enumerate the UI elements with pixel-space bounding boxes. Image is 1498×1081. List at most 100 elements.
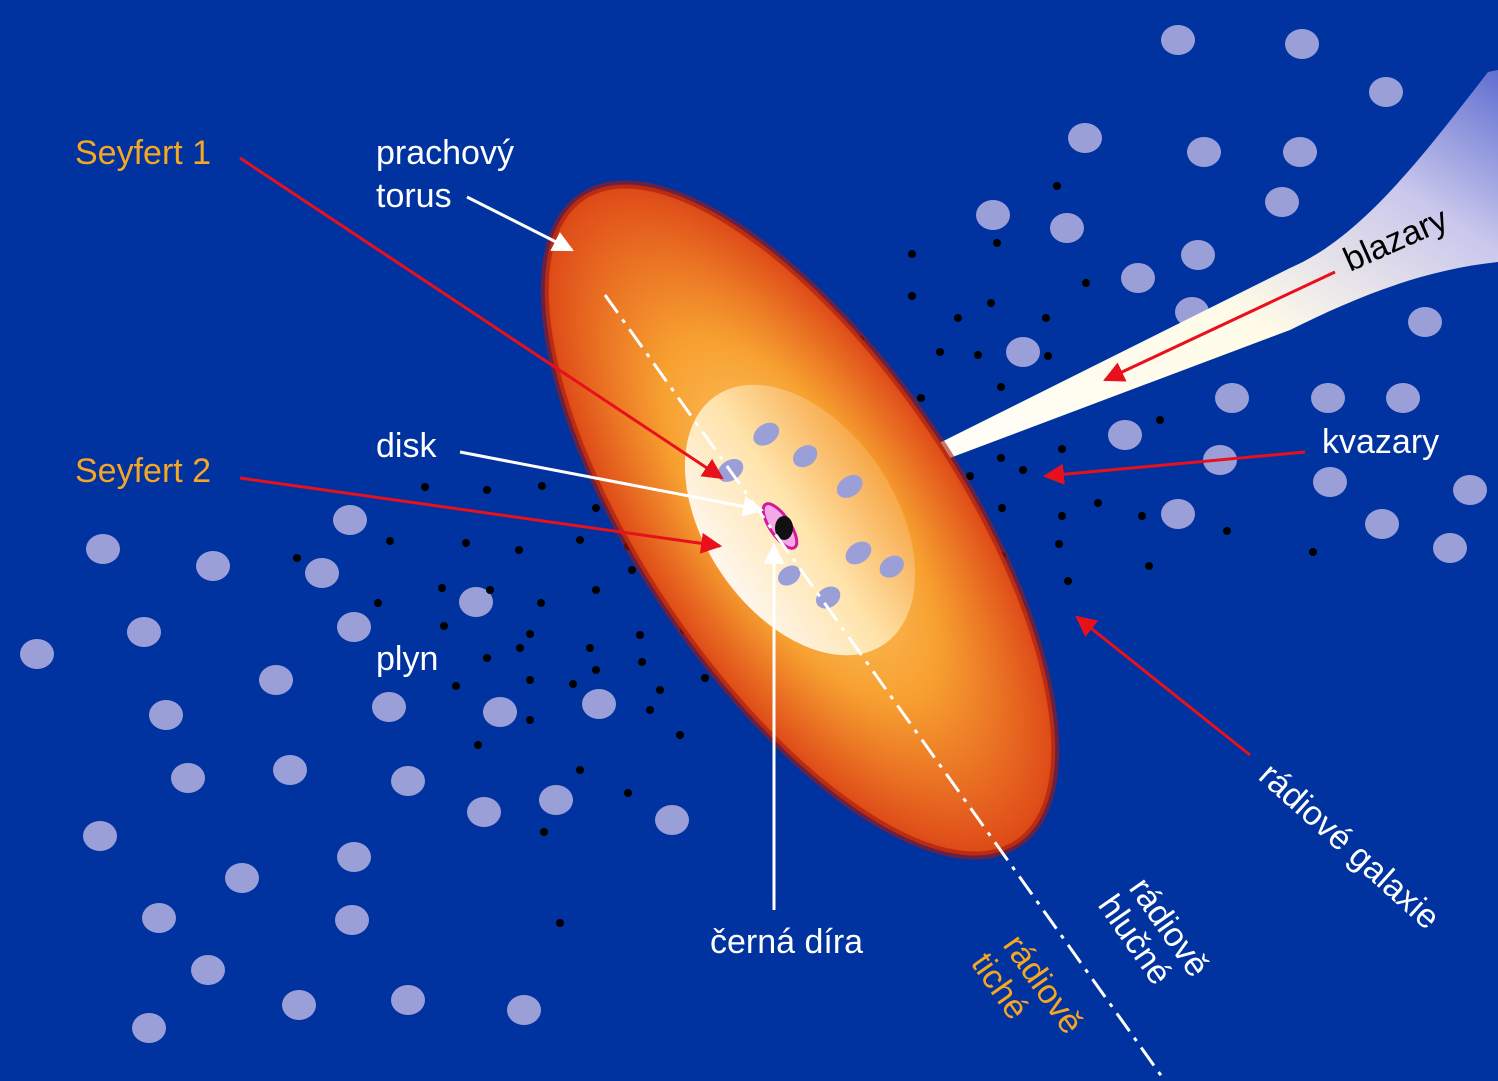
gas-dot [576,536,584,544]
cloud [1369,77,1403,107]
gas-dot [1309,548,1317,556]
gas-dot [526,630,534,638]
cloud [225,863,259,893]
gas-dot [936,348,944,356]
cloud [171,763,205,793]
gas-dot [1138,512,1146,520]
gas-dot [516,644,524,652]
cloud [1433,533,1467,563]
cloud [1108,420,1142,450]
cloud [1161,25,1195,55]
gas-dot [592,666,600,674]
gas-dot [592,586,600,594]
label-seyfert2: Seyfert 2 [75,452,211,490]
gas-dot [987,299,995,307]
gas-dot [540,828,548,836]
gas-dot [974,351,982,359]
cloud [337,612,371,642]
quasar-arrow [1042,450,1306,485]
gas-dot [1094,499,1102,507]
radio-axis-line [603,294,1167,1081]
cloud [20,639,54,669]
gas-dot [474,741,482,749]
cloud [191,955,225,985]
label-torus-line1: prachový [376,134,514,172]
cloud [127,617,161,647]
gas-dot [676,731,684,739]
cloud [483,697,517,727]
cloud [1365,509,1399,539]
gas-dot [374,599,382,607]
cloud [273,755,307,785]
gas-dot [1019,466,1027,474]
jet [785,70,1498,520]
cloud [1408,307,1442,337]
cloud [1311,383,1345,413]
gas-dot [1082,279,1090,287]
seyfert2-arrow [239,476,723,554]
label-disk: disk [376,427,437,465]
gas-dot [576,766,584,774]
gas-dot [656,686,664,694]
cloud [459,587,493,617]
cloud [149,700,183,730]
gas-dot [515,546,523,554]
gas-dot [1058,512,1066,520]
gas-dot [701,674,709,682]
cloud [1006,337,1040,367]
seyfert1-arrow [239,156,724,480]
cloud [976,200,1010,230]
cloud [372,692,406,722]
cloud [1285,29,1319,59]
cloud [1161,499,1195,529]
gas-dot [483,486,491,494]
gas-dot [1223,527,1231,535]
gas-dot [526,716,534,724]
gas-dot [1055,540,1063,548]
gas-dot [1044,352,1052,360]
gas-dot [908,292,916,300]
cloud [196,551,230,581]
disk-arrow [459,450,765,517]
cloud [1050,213,1084,243]
gas-dot [1145,562,1153,570]
gas-dot [483,654,491,662]
cloud [305,558,339,588]
cloud [1453,475,1487,505]
cloud [391,766,425,796]
dusty-torus [540,180,1060,860]
black-hole [775,516,793,540]
cloud [507,995,541,1025]
gas-dot [1156,416,1164,424]
gas-dot [592,504,600,512]
cloud [333,505,367,535]
gas-dot [966,472,974,480]
label-torus-line2: torus [376,177,452,215]
cloud [1265,187,1299,217]
gas-dot [997,454,1005,462]
label-seyfert1: Seyfert 1 [75,134,211,172]
gas-dot [537,599,545,607]
gas-dot [1042,314,1050,322]
gas-dot [569,680,577,688]
cloud [391,985,425,1015]
cloud [83,821,117,851]
cloud [1187,137,1221,167]
gas-dot [636,631,644,639]
gas-dot [462,539,470,547]
radio-galaxy-arrow [1075,615,1251,757]
gas-dot [452,682,460,690]
label-kvazary: kvazary [1322,423,1439,461]
gas-dot [998,504,1006,512]
gas-dot [1064,577,1072,585]
cloud [1068,123,1102,153]
gas-dot [954,314,962,322]
gas-dot [293,554,301,562]
cloud [1313,467,1347,497]
cloud [282,990,316,1020]
gas-dot [993,239,1001,247]
cloud [655,805,689,835]
gas-dot [526,676,534,684]
gas-dot [628,566,636,574]
cloud [335,905,369,935]
